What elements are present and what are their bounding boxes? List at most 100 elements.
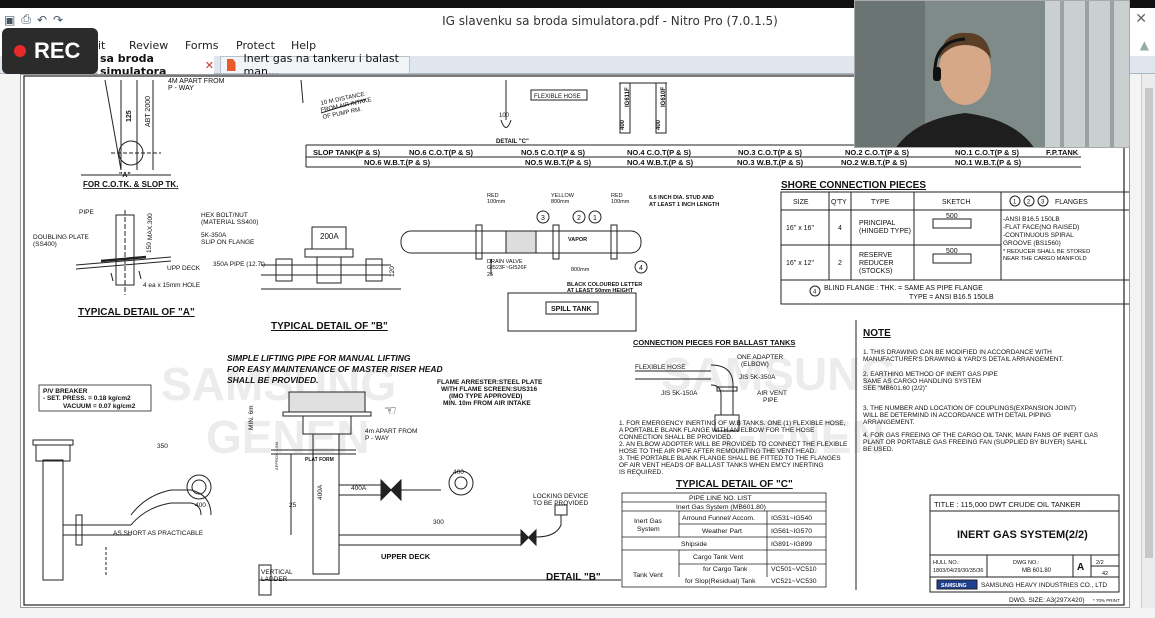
label-text: BLACK COLOURED LETTER — [567, 282, 642, 288]
table-title: SHORE CONNECTION PIECES — [781, 180, 926, 191]
save-icon[interactable]: ▣ — [4, 12, 16, 27]
note-line: SEE "MB601.60 (2/2)" — [863, 385, 928, 392]
lifting-line: SIMPLE LIFTING PIPE FOR MANUAL LIFTING — [227, 353, 411, 363]
drawing-title: TITLE : 115,000 DWT CRUDE OIL TANKER — [934, 500, 1081, 509]
label-text: RED — [487, 193, 499, 199]
callout-number: 4 — [639, 265, 643, 272]
table-subtitle: Inert Gas System (MB601.80) — [676, 504, 766, 511]
redo-icon[interactable]: ↷ — [53, 12, 64, 27]
company-logo: SAMSUNG — [941, 583, 967, 589]
label-text: VAPOR — [568, 237, 587, 243]
label-text: (MATERIAL SS400) — [201, 219, 258, 226]
table-header: TYPE — [871, 199, 890, 206]
table-header: SKETCH — [942, 199, 970, 206]
label-text: SPILL TANK — [551, 306, 592, 313]
ballast-note: CONNECTION SHALL BE PROVIDED. — [619, 434, 733, 441]
tank-row-bottom: NO.6 W.B.T.(P & S) NO.5 W.B.T.(P & S) NO… — [364, 158, 1022, 167]
table-cell: REDUCER — [859, 260, 894, 267]
label-text: 6.5 INCH DIA. STUD AND — [649, 195, 714, 201]
label-text: VACUUM = 0.07 kg/cm2 — [63, 403, 136, 410]
table-cell: IG531~IG540 — [771, 515, 812, 522]
document-view[interactable]: SAMSUNG SAMSUNG GENEN GENEN 4M APART FRO… — [0, 74, 1155, 618]
table-cell: VC521~VC530 — [771, 578, 817, 585]
tab-simulatora[interactable]: sa broda simulatora ✕ — [98, 52, 214, 78]
table-cell: IG561~IG570 — [771, 528, 812, 535]
dim-text: 120 — [389, 266, 396, 277]
menu-protect[interactable]: Protect — [236, 39, 275, 52]
close-tab-icon[interactable]: ✕ — [204, 58, 214, 72]
chevron-up-icon[interactable]: ▲ — [1139, 38, 1149, 52]
blind-flange-text: TYPE = ANSI B16.5 150LB — [909, 294, 994, 301]
note-block: NOTE 1. THIS DRAWING CAN BE MODIFIED IN … — [855, 320, 1099, 590]
tank-label: NO.5 W.B.T.(P & S) — [525, 158, 592, 167]
detail-b-drawing — [261, 226, 401, 290]
webcam-overlay — [854, 0, 1130, 148]
sheet-text: 42 — [1102, 571, 1108, 577]
vertical-scrollbar[interactable] — [1141, 74, 1155, 608]
table-title: PIPE LINE NO. LIST — [689, 495, 752, 502]
label-text: 5K-350A — [201, 232, 227, 239]
scrollbar-thumb[interactable] — [1145, 88, 1153, 558]
close-icon[interactable]: ✕ — [1135, 11, 1147, 27]
table-cell: 500 — [946, 248, 958, 255]
tab-inert-gas[interactable]: Inert gas na tankeru i balast man... — [220, 52, 410, 78]
menu-help[interactable]: Help — [291, 39, 317, 52]
dim-text: 400 — [195, 502, 206, 509]
flange-note: -ANSI B16.5 150LB — [1003, 216, 1060, 223]
label-text: HEX BOLT/NUT — [201, 212, 248, 219]
tank-label: NO.4 C.O.T(P & S) — [627, 148, 692, 157]
note-line: BE USED. — [863, 446, 894, 453]
label-text: FLEXIBLE HOSE — [635, 364, 686, 371]
undo-icon[interactable]: ↶ — [36, 12, 48, 27]
watermark-text: GENEN — [721, 411, 885, 463]
note-line: ARRANGEMENT. — [863, 419, 915, 426]
label-text: 800mm — [551, 199, 570, 205]
flange-note: -FLAT FACE(NO RAISED) — [1003, 224, 1079, 231]
label-text: MIN. 10m FROM AIR INTAKE — [443, 400, 531, 407]
label-text: PLAT FORM — [305, 457, 334, 463]
pdf-page: SAMSUNG SAMSUNG GENEN GENEN 4M APART FRO… — [20, 74, 1130, 608]
dim-text: 100 — [499, 113, 510, 119]
menu-review[interactable]: Review — [129, 39, 169, 52]
label-text: P/V BREAKER — [43, 388, 88, 395]
pipe-line-list-table: PIPE LINE NO. LIST Inert Gas System (MB6… — [621, 492, 827, 588]
label-text: JIS 5K-350A — [739, 374, 776, 381]
detail-c-text: DETAIL "C" — [496, 139, 529, 145]
label-text: DRAIN VALVE — [487, 259, 523, 265]
note-line: WILL BE DETERMIND IN ACCORDANCE WITH DET… — [863, 412, 1051, 419]
window-title: IG slavenku sa broda simulatora.pdf - Ni… — [442, 14, 778, 28]
dim-text: 150 — [146, 242, 153, 253]
recording-label: REC — [34, 38, 81, 63]
note-line: SAME AS CARGO HANDLING SYSTEM — [863, 378, 981, 385]
label-text: TO BE PROVIDED — [533, 500, 588, 507]
size-text: DWG. SIZE: A3(297X420) — [1009, 597, 1085, 604]
detail-title: TYPICAL DETAIL OF "A" — [78, 307, 195, 318]
table-cell: RESERVE — [859, 252, 893, 259]
label-text: 100mm — [611, 199, 630, 205]
label-text: 100mm — [487, 199, 506, 205]
table-cell: Arround Funnel/ Accom. — [682, 515, 755, 522]
label-text: 350A PIPE (12.7t) — [213, 261, 265, 268]
label-text: PIPE — [763, 397, 778, 404]
table-cell: for Cargo Tank — [703, 566, 748, 573]
ballast-note: A PORTABLE BLANK FLANGE WITH AN ELBOW FO… — [619, 427, 815, 434]
table-cell: Inert Gas — [634, 518, 663, 525]
print-text: * 70% PRINT — [1093, 598, 1120, 603]
note-line: 1. THIS DRAWING CAN BE MODIFIED IN ACCOR… — [863, 349, 1052, 356]
table-cell: (STOCKS) — [859, 268, 892, 275]
print-icon[interactable]: ⎙ — [21, 12, 31, 26]
pv-breaker-drawing — [32, 439, 212, 581]
label-text: UPP DECK — [167, 265, 201, 272]
table-cell: 2 — [838, 260, 842, 267]
flange-note: -CONTINUOUS SPIRAL — [1003, 232, 1074, 239]
menu-edit[interactable]: it — [98, 39, 106, 52]
flange-number: 3 — [1041, 200, 1045, 206]
menu-forms[interactable]: Forms — [185, 39, 219, 52]
table-cell: PRINCIPAL — [859, 220, 896, 227]
dim-text: ABT 2000 — [145, 96, 152, 127]
tank-label: NO.2 C.O.T(P & S) — [845, 148, 910, 157]
tank-label: SLOP TANK(P & S) — [313, 148, 381, 157]
tank-label: NO.2 W.B.T.(P & S) — [841, 158, 908, 167]
table-cell: 16" x 12" — [786, 260, 814, 267]
apart-text: 4M APART FROM — [168, 78, 225, 85]
